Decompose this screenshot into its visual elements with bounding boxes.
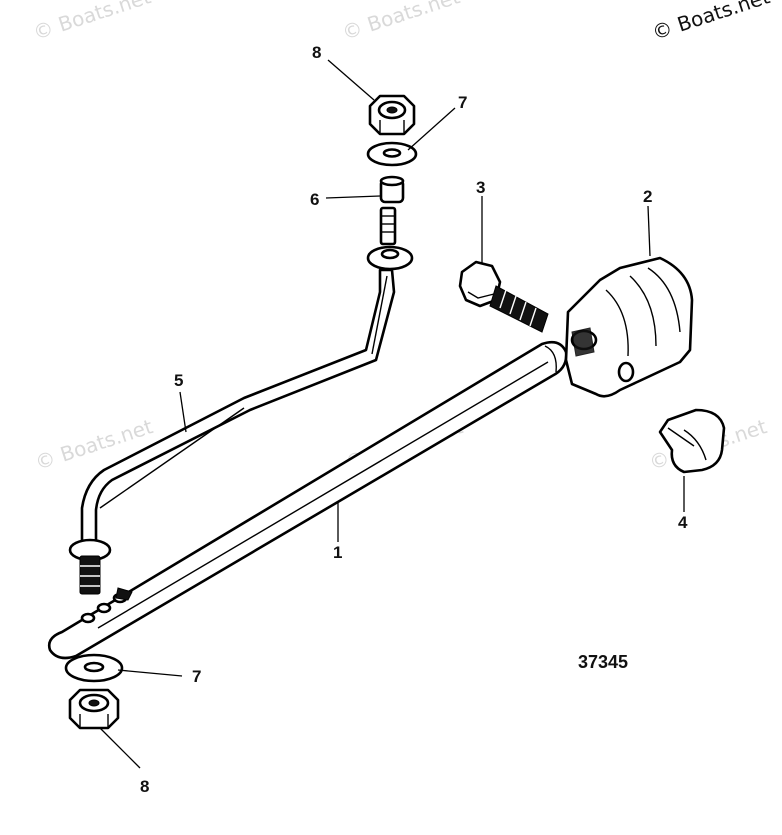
- leader-lines: [99, 59, 685, 769]
- part-8-nut-upper: [368, 94, 416, 136]
- figure-number: 37345: [578, 652, 628, 672]
- watermark-corner: © Boats.net: [649, 0, 773, 45]
- part-5-bent-rod: [68, 206, 414, 595]
- part-6-spacer: [379, 175, 405, 204]
- part-3-bolt: [458, 260, 549, 333]
- callout-8-lower: 8: [140, 777, 149, 796]
- callout-1: 1: [333, 543, 342, 562]
- callouts: 8 7 6 3 2 5 4 1 7 8: [140, 43, 688, 796]
- callout-5: 5: [174, 371, 183, 390]
- watermark-faint: © Boats.net: [30, 0, 154, 45]
- callout-8-upper: 8: [312, 43, 321, 62]
- callout-4: 4: [678, 513, 688, 532]
- callout-3: 3: [476, 178, 485, 197]
- part-7-washer-upper: [366, 141, 418, 167]
- callout-2: 2: [643, 187, 652, 206]
- part-1-link-rod: [47, 340, 568, 660]
- callout-7-lower: 7: [192, 667, 201, 686]
- part-4-knob: [658, 408, 726, 474]
- part-8-nut-lower: [68, 688, 120, 730]
- watermark-faint: © Boats.net: [339, 0, 463, 45]
- watermarks: © Boats.net © Boats.net © Boats.net © Bo…: [30, 0, 773, 475]
- part-2-clamp-block: [564, 256, 694, 398]
- callout-6: 6: [310, 190, 319, 209]
- part-7-washer-lower: [64, 653, 124, 683]
- callout-7-upper: 7: [458, 93, 467, 112]
